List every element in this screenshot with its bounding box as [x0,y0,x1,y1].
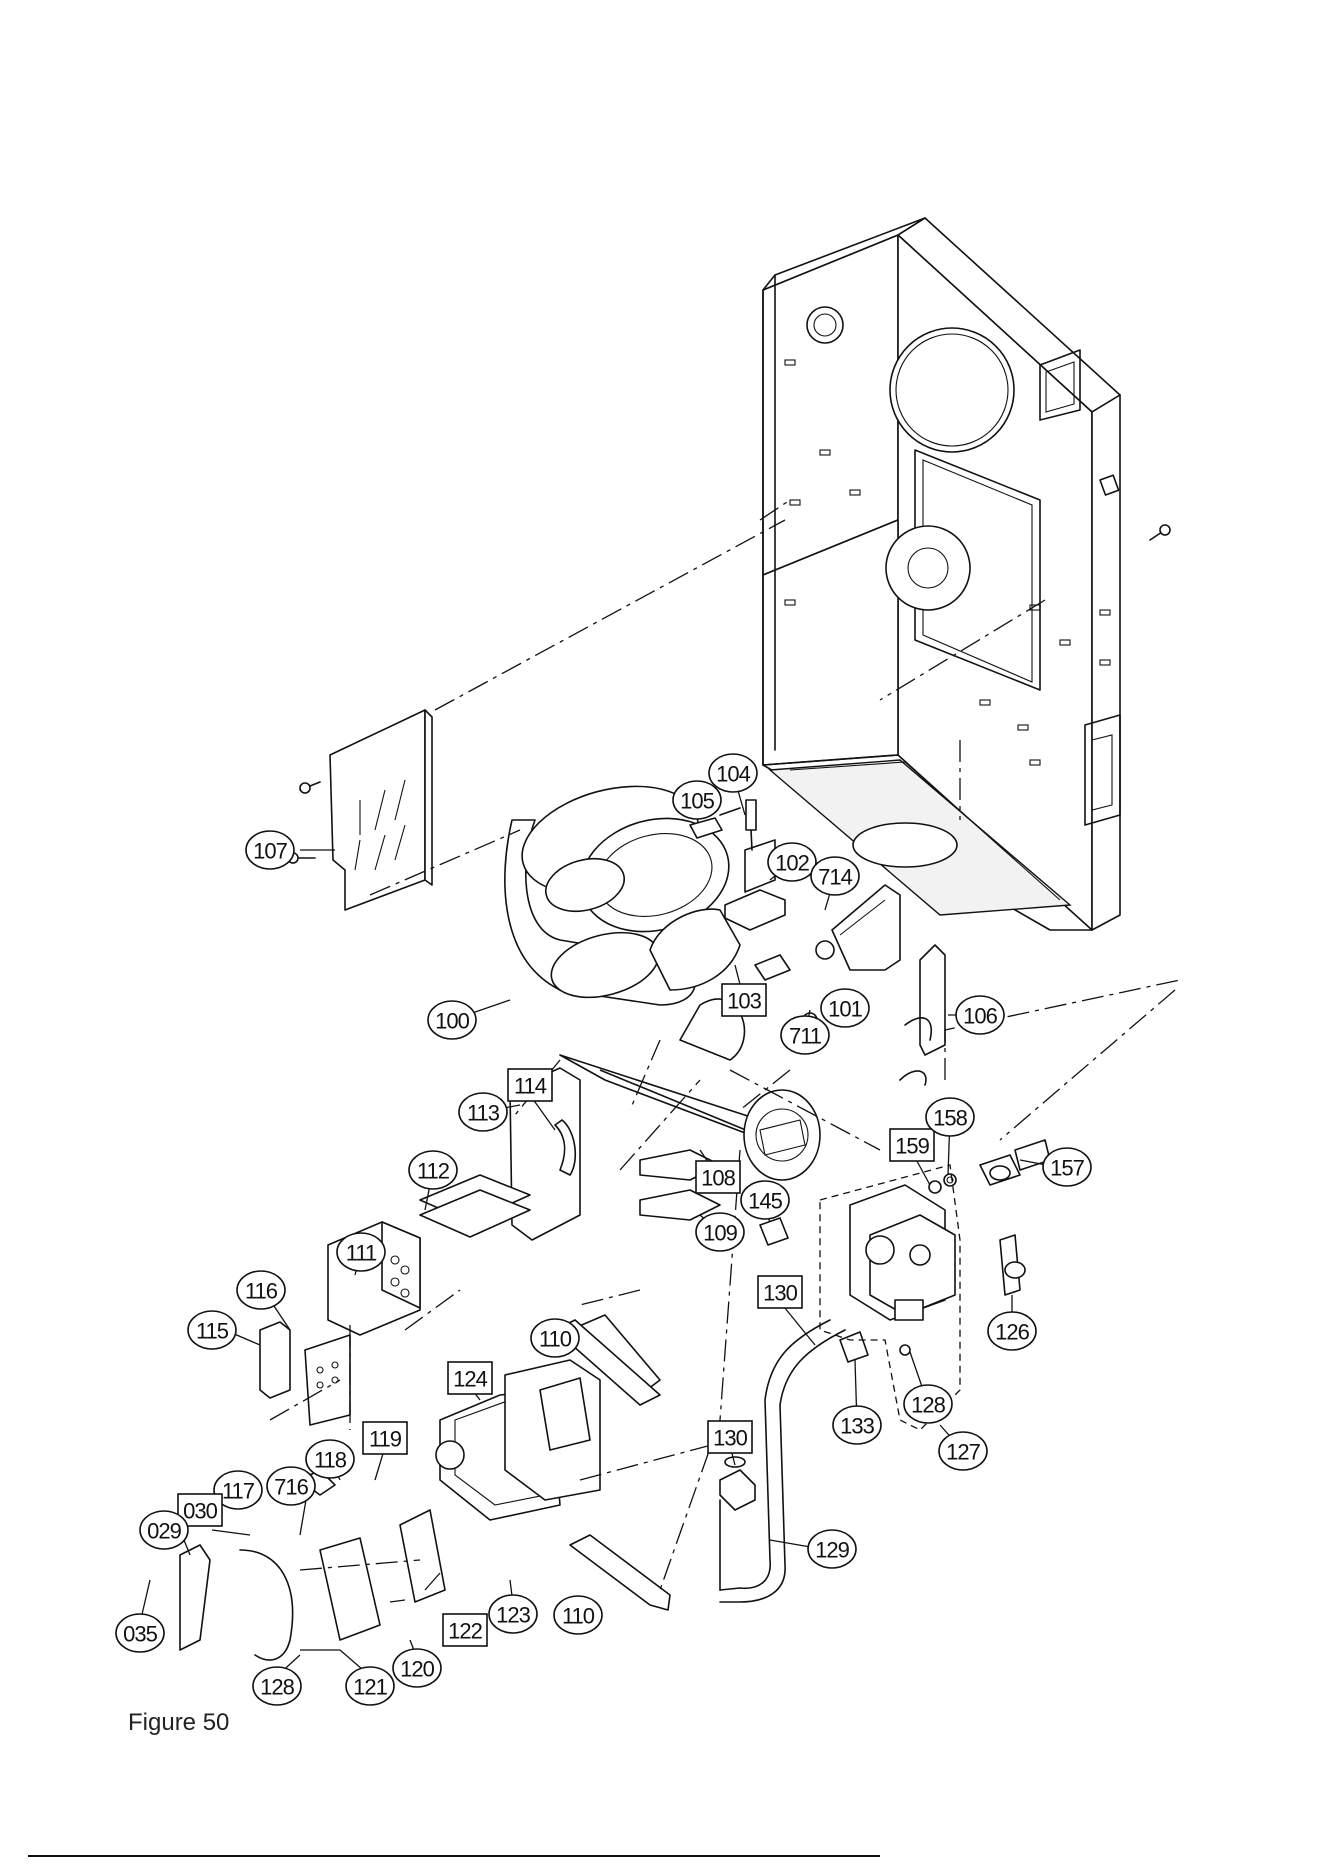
callout-116: 116 [237,1271,285,1309]
callout-716: 716 [267,1467,315,1505]
callout-121: 121 [346,1667,394,1705]
callout-number: 113 [467,1101,500,1126]
callout-number: 127 [946,1440,980,1465]
callout-714: 714 [811,857,859,895]
callout-158: 158 [926,1098,974,1136]
callout-035: 035 [116,1614,164,1652]
callout-number: 112 [417,1159,450,1184]
callout-129: 129 [808,1530,856,1568]
callout-number: 128 [260,1675,294,1700]
callout-124: 124 [448,1362,492,1394]
callout-126: 126 [988,1312,1036,1350]
callout-114: 114 [508,1069,552,1101]
callout-106: 106 [956,996,1004,1034]
callout-number: 107 [253,839,287,864]
callout-number: 119 [369,1427,402,1452]
callout-number: 101 [828,997,862,1022]
callout-110: 110 [554,1596,602,1634]
callout-number: 711 [789,1024,822,1049]
bracket-101 [832,885,900,970]
callout-number: 130 [763,1281,797,1306]
callout-101: 101 [821,989,869,1027]
callout-number: 117 [222,1479,255,1504]
callout-127: 127 [939,1432,987,1470]
callout-number: 116 [245,1279,278,1304]
callout-number: 129 [815,1538,849,1563]
callout-108: 108 [696,1161,740,1193]
callout-number: 114 [514,1074,547,1099]
callout-130: 130 [708,1421,752,1453]
callout-159: 159 [890,1129,934,1161]
callout-number: 029 [147,1519,181,1544]
callout-number: 110 [562,1604,595,1629]
callout-122: 122 [443,1614,487,1646]
gas-valve [850,1185,955,1320]
callout-104: 104 [709,754,757,792]
callout-number: 108 [701,1166,735,1191]
callout-107: 107 [246,831,294,869]
callout-number: 111 [346,1241,377,1266]
callout-number: 104 [716,762,750,787]
callout-number: 115 [196,1319,229,1344]
callout-number: 126 [995,1320,1029,1345]
callout-number: 128 [911,1393,945,1418]
callout-number: 716 [274,1475,308,1500]
callout-number: 159 [895,1134,929,1159]
callout-number: 157 [1050,1156,1084,1181]
callout-number: 102 [775,851,809,876]
callout-102: 102 [768,843,816,881]
callout-115: 115 [188,1311,236,1349]
callout-number: 110 [539,1327,572,1352]
callout-number: 121 [353,1675,387,1700]
callout-number: 105 [680,789,714,814]
callout-133: 133 [833,1406,881,1444]
callout-number: 118 [314,1448,347,1473]
callout-120: 120 [393,1649,441,1687]
callout-029: 029 [140,1511,188,1549]
callout-112: 112 [409,1151,457,1189]
callout-number: 122 [448,1619,482,1644]
callout-130: 130 [758,1276,802,1308]
callout-number: 130 [713,1426,747,1451]
callout-157: 157 [1043,1148,1091,1186]
callout-number: 158 [933,1106,967,1131]
bracket-106 [900,945,945,1085]
callout-103: 103 [722,984,766,1016]
callout-number: 123 [496,1603,530,1628]
callout-number: 120 [400,1657,434,1682]
callout-113: 113 [459,1093,507,1131]
callout-number: 714 [818,865,852,890]
callout-110: 110 [531,1319,579,1357]
callout-number: 133 [840,1414,874,1439]
screw-right [1150,525,1170,540]
callout-128: 128 [904,1385,952,1423]
callout-100: 100 [428,1001,476,1039]
callout-711: 711 [781,1016,829,1054]
callout-109: 109 [696,1213,744,1251]
heat-shield-plate [288,710,432,910]
callout-105: 105 [673,781,721,819]
callout-number: 103 [727,989,761,1014]
callout-118: 118 [306,1440,354,1478]
callout-number: 124 [453,1367,487,1392]
callout-145: 145 [741,1181,789,1219]
callout-number: 035 [123,1622,157,1647]
callout-number: 030 [183,1499,217,1524]
callout-number: 100 [435,1009,469,1034]
cabinet-casing [763,218,1170,930]
callout-number: 109 [703,1221,737,1246]
callout-119: 119 [363,1422,407,1454]
callout-123: 123 [489,1595,537,1633]
callout-111: 111 [337,1233,385,1271]
callout-number: 106 [963,1004,997,1029]
callout-number: 145 [748,1189,782,1214]
figure-caption: Figure 50 [128,1709,229,1736]
callout-128: 128 [253,1667,301,1705]
